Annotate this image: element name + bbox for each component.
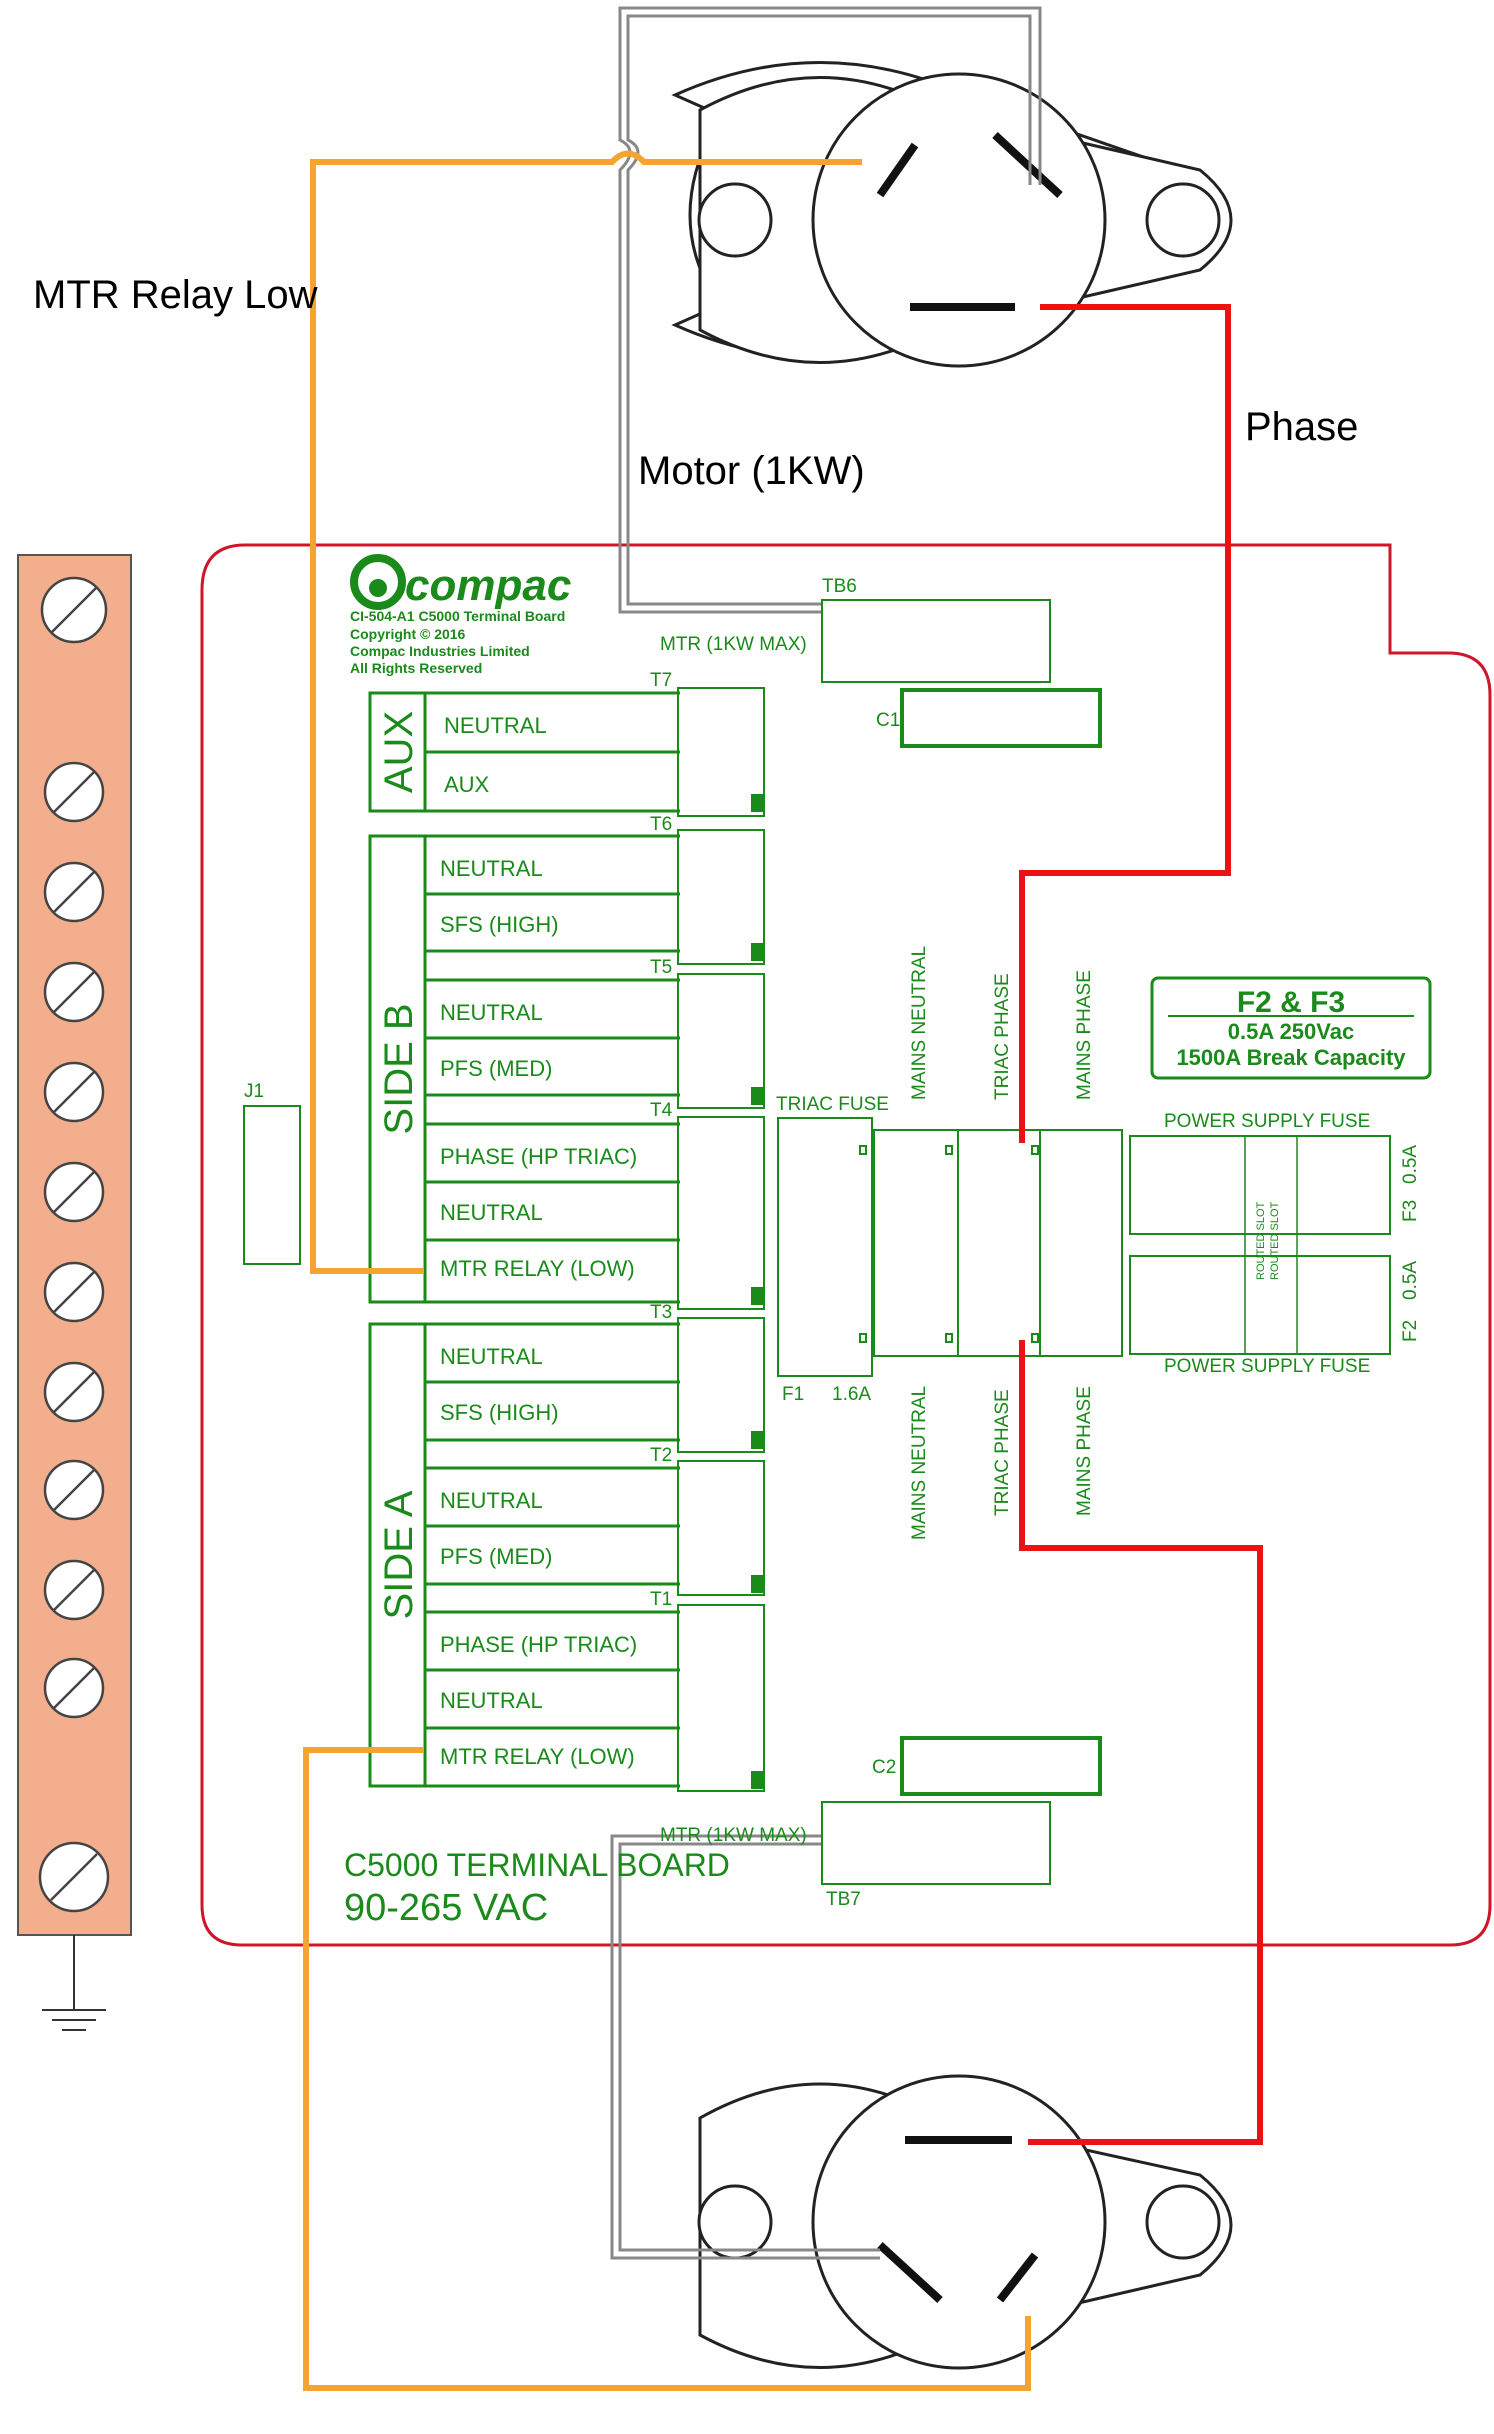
compac-logo: compac [350, 554, 571, 610]
c1-block [900, 688, 1102, 748]
board-outline [200, 543, 1492, 1947]
strip-screw-4 [43, 961, 105, 1023]
side-b-label: SIDE B [377, 1003, 421, 1134]
c1-label: C1 [876, 710, 900, 731]
row-a-neutral-1: NEUTRAL [440, 1344, 543, 1369]
earth-terminal-strip [17, 554, 132, 2031]
row-b-sfs: SFS (HIGH) [440, 912, 559, 937]
row-aux-neutral: NEUTRAL [444, 713, 547, 738]
fuse-box-rating: 0.5A 250Vac [1228, 1019, 1354, 1044]
board-title: C5000 TERMINAL BOARD [344, 1847, 730, 1883]
mains-phase-bottom-label: MAINS PHASE [1074, 1386, 1095, 1516]
brand-name: compac [405, 561, 571, 610]
strip-screw-1 [40, 576, 108, 644]
mains-neutral-bottom-label: MAINS NEUTRAL [909, 1386, 930, 1540]
row-a-phase: PHASE (HP TRIAC) [440, 1632, 637, 1657]
f1-label: F1 [782, 1384, 804, 1405]
strip-screw-3 [43, 861, 105, 923]
row-b-neutral-1: NEUTRAL [440, 856, 543, 881]
t1-label: T1 [650, 1589, 672, 1610]
strip-screw-8 [43, 1361, 105, 1423]
t7-label: T7 [650, 670, 672, 691]
board-company: Compac Industries Limited [350, 643, 530, 659]
mains-phase-top-label: MAINS PHASE [1074, 970, 1095, 1100]
board-copyright: Copyright © 2016 [350, 626, 466, 642]
side-a-label: SIDE A [377, 1490, 421, 1619]
fuse-box-title: F2 & F3 [1237, 986, 1345, 1019]
strip-screw-11 [43, 1657, 105, 1719]
triac-fuse-block [777, 1117, 873, 1377]
strip-screw-2 [43, 761, 105, 823]
c2-label: C2 [872, 1757, 896, 1778]
mtr-max-top-label: MTR (1KW MAX) [660, 634, 807, 655]
board-voltage: 90-265 VAC [344, 1887, 548, 1929]
strip-screw-9 [43, 1459, 105, 1521]
row-b-neutral-3: NEUTRAL [440, 1200, 543, 1225]
row-a-sfs: SFS (HIGH) [440, 1400, 559, 1425]
row-b-neutral-2: NEUTRAL [440, 1000, 543, 1025]
row-b-pfs: PFS (MED) [440, 1056, 552, 1081]
row-b-mtr-relay: MTR RELAY (LOW) [440, 1256, 635, 1281]
motor-top [671, 61, 1233, 368]
j1-connector [243, 1105, 301, 1265]
terminal-row-lines [425, 691, 680, 1788]
fuse-rating-box [1150, 976, 1432, 1080]
row-aux-aux: AUX [444, 772, 490, 797]
strip-screw-7 [43, 1261, 105, 1323]
mtr-max-bottom-label: MTR (1KW MAX) [660, 1825, 807, 1846]
fuse-box-capacity: 1500A Break Capacity [1176, 1045, 1406, 1070]
motor-annotation: Motor (1KW) [638, 449, 865, 493]
mains-neutral-top-label: MAINS NEUTRAL [909, 946, 930, 1100]
mtr-relay-low-annotation: MTR Relay Low [33, 273, 318, 317]
motor-bottom [697, 2074, 1233, 2370]
j1-label: J1 [244, 1081, 264, 1102]
row-a-neutral-2: NEUTRAL [440, 1488, 543, 1513]
tb7-block [821, 1801, 1051, 1885]
t3-label: T3 [650, 1302, 672, 1323]
row-b-phase: PHASE (HP TRIAC) [440, 1144, 637, 1169]
row-a-pfs: PFS (MED) [440, 1544, 552, 1569]
routed-slot-label-2: ROUTED SLOT [1269, 1201, 1281, 1280]
board-part-number: CI-504-A1 C5000 Terminal Board [350, 608, 565, 624]
f3-rating: 0.5A [1400, 1145, 1421, 1184]
phase-annotation: Phase [1245, 405, 1358, 449]
phase-wire [1019, 304, 1263, 2145]
t6-label: T6 [650, 814, 672, 835]
triac-fuse-label: TRIAC FUSE [776, 1094, 889, 1115]
t5-label: T5 [650, 957, 672, 978]
f3-label: F3 [1400, 1200, 1421, 1222]
board-rights: All Rights Reserved [350, 660, 482, 676]
c2-block [900, 1736, 1102, 1796]
psu-fuse-bottom-label: POWER SUPPLY FUSE [1164, 1356, 1370, 1377]
mains-blocks [859, 1129, 1123, 1357]
routed-slot [1244, 1135, 1298, 1355]
triac-phase-bottom-label: TRIAC PHASE [992, 1389, 1013, 1516]
row-a-mtr-relay: MTR RELAY (LOW) [440, 1744, 635, 1769]
relay-wire [303, 150, 1031, 2391]
aux-group-label: AUX [377, 711, 421, 793]
terminal-connectors [677, 687, 765, 1792]
tb7-label: TB7 [826, 1889, 861, 1910]
tb6-block [821, 599, 1051, 683]
ground-symbol-icon [42, 1935, 106, 2031]
terminal-groups [368, 691, 427, 1788]
strip-screw-6 [43, 1161, 105, 1223]
strip-screw-5 [43, 1061, 105, 1123]
t4-label: T4 [650, 1100, 673, 1121]
tb6-label: TB6 [822, 576, 857, 597]
strip-screw-10 [43, 1559, 105, 1621]
triac-phase-top-label: TRIAC PHASE [992, 973, 1013, 1100]
psu-fuse-top-label: POWER SUPPLY FUSE [1164, 1111, 1370, 1132]
t2-label: T2 [650, 1445, 672, 1466]
routed-slot-label-1: ROUTED SLOT [1255, 1201, 1267, 1280]
f2-rating: 0.5A [1400, 1261, 1421, 1300]
row-a-neutral-3: NEUTRAL [440, 1688, 543, 1713]
f1-rating: 1.6A [832, 1384, 871, 1405]
strip-screw-12 [38, 1841, 110, 1913]
f2-label: F2 [1400, 1320, 1421, 1342]
